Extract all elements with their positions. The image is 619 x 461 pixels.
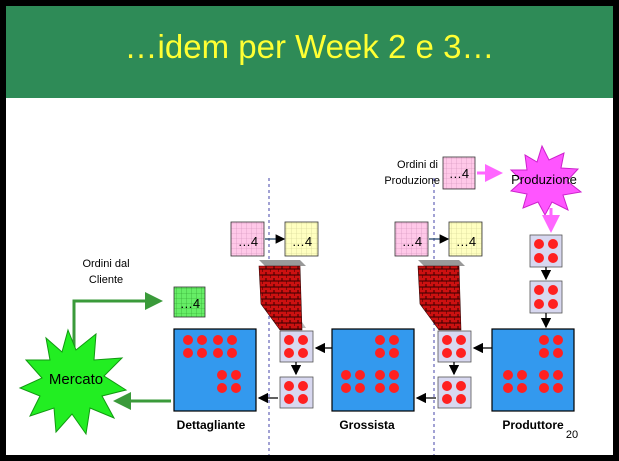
producer-order-note — [394, 221, 429, 257]
firewall-icon — [417, 260, 465, 331]
shipping-pipeline-unit — [279, 330, 314, 363]
customer-order-arrow — [72, 292, 163, 348]
production-orders-label: Produzione — [384, 175, 440, 187]
production-orders-label: Ordini di — [397, 159, 438, 171]
page-number: 20 — [566, 429, 578, 441]
shipping-pipeline-unit — [437, 376, 472, 409]
production-label: Produzione — [511, 172, 577, 187]
customer-order-value: …4 — [180, 296, 200, 311]
wholesaler-warehouse — [331, 328, 415, 412]
wholesaler-order-note — [230, 221, 265, 257]
shipping-pipeline-unit — [279, 376, 314, 409]
wholesaler-label: Grossista — [339, 418, 395, 432]
slide-body: Ordini di Produzione …4 Produzione — [6, 98, 613, 455]
slide-header: …idem per Week 2 e 3… — [6, 6, 613, 98]
production-order-note — [442, 156, 476, 190]
customer-orders-label: Cliente — [89, 274, 123, 286]
customer-orders-label: Ordini dal — [82, 258, 129, 270]
producer-order-value: …4 — [402, 234, 422, 249]
market-burst — [18, 328, 128, 436]
production-order-value: …4 — [449, 166, 469, 181]
customer-order-note — [173, 286, 206, 318]
retailer-label: Dettagliante — [177, 418, 246, 432]
wholesaler-order-value: …4 — [238, 234, 258, 249]
producer-received-value: …4 — [456, 234, 476, 249]
market-label: Mercato — [49, 371, 103, 388]
producer-received-note — [448, 221, 483, 257]
wholesaler-received-value: …4 — [292, 234, 312, 249]
shipping-pipeline-unit — [437, 330, 472, 363]
firewall-icon — [258, 260, 306, 331]
wholesaler-received-note — [284, 221, 319, 257]
producer-warehouse — [491, 328, 575, 412]
slide-title: …idem per Week 2 e 3… — [124, 28, 495, 65]
retailer-warehouse — [173, 328, 257, 412]
producer-label: Produttore — [502, 418, 564, 432]
supply-chain-diagram: Ordini di Produzione …4 Produzione — [18, 144, 583, 455]
production-pipeline-unit — [529, 280, 563, 314]
production-pipeline-unit — [529, 234, 563, 268]
